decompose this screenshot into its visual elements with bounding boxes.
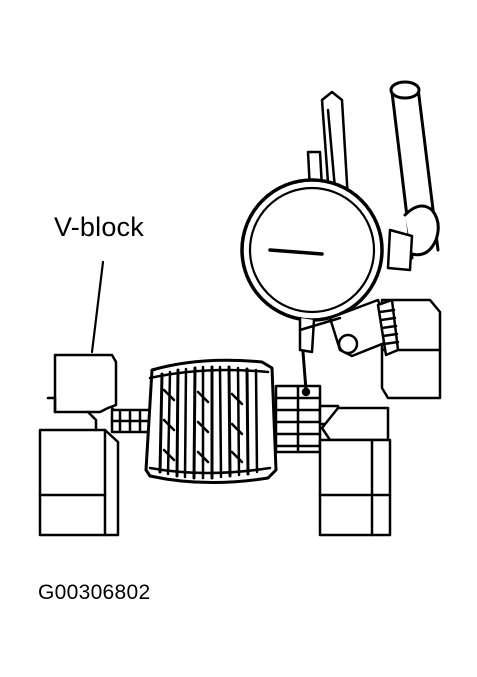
v-block-label: V-block: [54, 212, 144, 242]
v-block-leader-line: [90, 260, 105, 354]
right-v-block: [318, 298, 442, 537]
armature-core: [144, 358, 278, 485]
holder-bracket: [298, 298, 400, 358]
left-v-block: [38, 353, 122, 537]
commutator: [274, 384, 340, 454]
left-shaft: [110, 408, 154, 434]
gauge-needle: [268, 248, 324, 256]
dial-gauge: [240, 178, 384, 397]
figure-id: G00306802: [38, 581, 151, 604]
